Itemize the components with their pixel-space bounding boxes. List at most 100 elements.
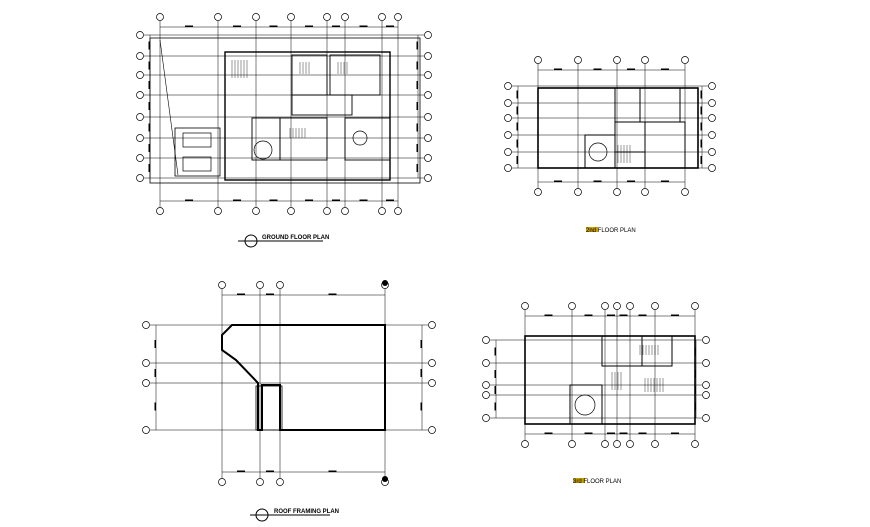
grid-bubble [287, 13, 295, 21]
grid-bubble [534, 56, 542, 64]
car [182, 132, 212, 148]
grid-bubble [651, 440, 659, 448]
dimension-text [185, 199, 193, 201]
grid-bubble [504, 99, 512, 107]
third-floor-title-text: 3rd FLOOR PLAN [573, 479, 621, 485]
dimension-text [386, 199, 394, 201]
dimension-text [148, 164, 150, 172]
stair-room [584, 134, 616, 169]
dimension-text [416, 144, 418, 152]
dimension-text [494, 402, 496, 411]
room [329, 54, 381, 96]
dimension-text [516, 156, 518, 164]
grid-bubble [136, 31, 144, 39]
dimension-text [233, 199, 241, 201]
car [182, 156, 212, 172]
grid-bubble [482, 391, 490, 399]
grid-bubble [256, 281, 264, 289]
grid-bubble [394, 13, 402, 21]
dimension-text [619, 314, 628, 316]
grid-bubble [378, 13, 386, 21]
grid-bubble [218, 281, 226, 289]
grid-bubble [256, 478, 264, 486]
dimension-text [607, 314, 615, 316]
grid-bubble [482, 414, 490, 422]
grid-bubble [708, 148, 716, 156]
grid-bubble [708, 114, 716, 122]
dimension-text [700, 90, 702, 99]
dimension-text [638, 432, 647, 434]
second-floor-title-text: 2nd FLOOR PLAN [586, 228, 636, 234]
roof-plan-title-text: ROOF FRAMING PLAN [274, 509, 339, 515]
grid-bubble [681, 188, 689, 196]
grid-bubble [142, 321, 150, 329]
grid-bubble [504, 164, 512, 172]
grid-bubble [574, 56, 582, 64]
grid-bubble [626, 302, 634, 310]
grid-bubble [142, 426, 150, 434]
dimension-text [148, 61, 150, 70]
stair-room [569, 384, 603, 425]
dimension-text [516, 122, 518, 131]
dimension-text [700, 122, 702, 131]
dimension-text [305, 199, 313, 201]
grid-bubble [424, 91, 432, 99]
grid-bubble [218, 478, 226, 486]
grid-bubble [276, 478, 284, 486]
dimension-text [416, 61, 418, 70]
dimension-text [328, 293, 337, 295]
dimension-text [593, 68, 602, 70]
dimension-text [332, 199, 340, 201]
grid-bubble [504, 148, 512, 156]
room [291, 94, 353, 116]
dimension-text [607, 432, 615, 434]
dimension-text [154, 369, 156, 377]
dining-table [352, 130, 368, 146]
grid-bubble [708, 164, 716, 172]
grid-bubble [252, 13, 260, 21]
grid-bubble [136, 91, 144, 99]
grid-marker [382, 280, 388, 286]
dimension-text [638, 314, 647, 316]
spiral-stair [588, 142, 608, 162]
dimension-text [593, 180, 602, 182]
dimension-text [305, 25, 313, 27]
grid-bubble [613, 440, 621, 448]
grid-bubble [691, 440, 699, 448]
dimension-text [544, 432, 553, 434]
grid-bubble [341, 13, 349, 21]
dimension-text [416, 41, 418, 50]
grid-bubble [568, 440, 576, 448]
dimension-text [420, 369, 422, 377]
grid-bubble [323, 207, 331, 215]
site-boundary [149, 37, 421, 184]
grid-bubble [702, 336, 710, 344]
dimension-text [148, 41, 150, 50]
dimension-text [148, 102, 150, 110]
dimension-text [627, 68, 635, 70]
dimension-text [700, 106, 702, 115]
dimension-text [266, 470, 274, 472]
grid-bubble [708, 82, 716, 90]
dimension-text [494, 347, 496, 356]
grid-bubble [424, 31, 432, 39]
dimension-text [700, 156, 702, 164]
dimension-text [619, 432, 628, 434]
stair-roof [255, 385, 283, 431]
dimension-text [420, 402, 422, 411]
dimension-text [584, 314, 593, 316]
dimension-text [269, 25, 278, 27]
dimension-text [148, 144, 150, 152]
grid-bubble [341, 207, 349, 215]
grid-bubble [691, 302, 699, 310]
grid-bubble [378, 207, 386, 215]
roof-framing-plan [142, 280, 436, 486]
dimension-text [661, 68, 669, 70]
ground-floor-title-text: GROUND FLOOR PLAN [262, 235, 329, 241]
dimension-text [328, 470, 337, 472]
dimension-text [233, 25, 241, 27]
spiral-stair [253, 140, 273, 160]
dimension-text [516, 139, 518, 148]
grid-bubble [641, 188, 649, 196]
dimension-text [332, 25, 340, 27]
